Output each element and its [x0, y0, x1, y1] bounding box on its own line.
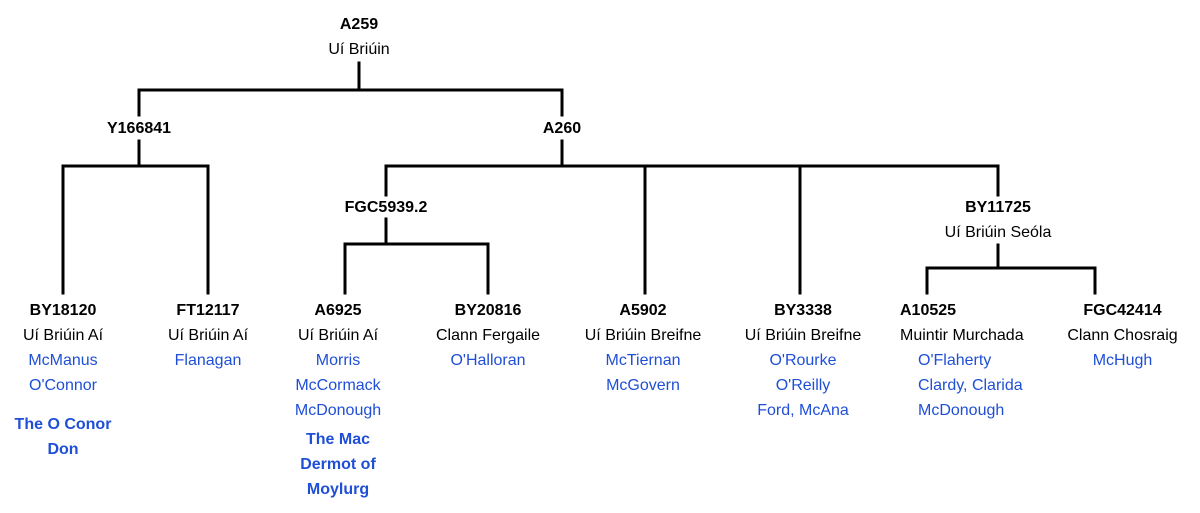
node-by20816: BY20816 Clann Fergaile O'Halloran — [418, 298, 558, 373]
surname: O'Flaherty — [918, 352, 992, 369]
node-code: BY11725 — [965, 199, 1031, 216]
node-a10525: A10525 Muintir Murchada O'Flaherty Clard… — [900, 298, 1050, 423]
node-a6925: A6925 Uí Briúin Aí Morris McCormack McDo… — [278, 298, 398, 502]
node-code: BY3338 — [774, 302, 832, 319]
connector-fgc5939 — [343, 217, 490, 295]
node-a5902: A5902 Uí Briúin Breifne McTiernan McGove… — [568, 298, 718, 398]
node-group: Uí Briúin Aí — [297, 327, 379, 344]
node-code: FT12117 — [176, 302, 240, 319]
node-ft12117: FT12117 Uí Briúin Aí Flanagan — [148, 298, 268, 373]
connector-a260 — [384, 139, 1000, 295]
surname: Ford, McAna — [757, 402, 849, 419]
node-group: Uí Briúin Aí — [22, 327, 104, 344]
node-by3338: BY3338 Uí Briúin Breifne O'Rourke O'Reil… — [728, 298, 878, 423]
surname: McHugh — [1092, 352, 1153, 369]
connector-root — [137, 61, 564, 117]
node-code: FGC5939.2 — [344, 199, 428, 216]
node-code: A10525 — [900, 302, 957, 319]
node-group: Uí Briúin Aí — [167, 327, 249, 344]
chief-title: The O Conor Don — [3, 412, 123, 462]
surname: Flanagan — [174, 352, 242, 369]
node-code: A260 — [542, 120, 582, 137]
chief-title-line: The O Conor — [14, 416, 112, 433]
surname: O'Rourke — [769, 352, 837, 369]
surname: McCormack — [295, 377, 381, 394]
surname: O'Connor — [29, 377, 97, 394]
node-fgc42414: FGC42414 Clann Chosraig McHugh — [1050, 298, 1195, 373]
node-code: BY18120 — [29, 302, 97, 319]
node-by11725: BY11725 Uí Briúin Seóla — [928, 195, 1068, 245]
node-a259: A259 Uí Briúin — [309, 12, 409, 62]
surname: McDonough — [918, 402, 1005, 419]
node-group: Uí Briúin Seóla — [944, 224, 1052, 241]
node-group: Clann Fergaile — [435, 327, 541, 344]
surname: O'Reilly — [775, 377, 831, 394]
chief-title-line: Moylurg — [306, 481, 370, 498]
node-group: Clann Chosraig — [1067, 327, 1178, 344]
node-group: Uí Briúin — [328, 41, 390, 58]
node-code: BY20816 — [454, 302, 522, 319]
surname: McTiernan — [605, 352, 681, 369]
surname: Clardy, Clarida — [918, 377, 1023, 394]
node-fgc5939: FGC5939.2 — [326, 195, 446, 220]
surname: O'Halloran — [450, 352, 526, 369]
surname: Morris — [315, 352, 361, 369]
node-code: FGC42414 — [1083, 302, 1162, 319]
surname: McManus — [28, 352, 98, 369]
node-y166841: Y166841 — [89, 116, 189, 141]
surname: McDonough — [294, 402, 382, 419]
node-a260: A260 — [512, 116, 612, 141]
node-code: Y166841 — [106, 120, 172, 137]
node-code: A259 — [339, 16, 379, 33]
node-code: A5902 — [619, 302, 667, 319]
node-group: Muintir Murchada — [900, 327, 1024, 344]
chief-title-line: Don — [47, 441, 79, 458]
chief-title-line: Dermot of — [300, 456, 376, 473]
chief-title-line: The Mac — [305, 431, 370, 448]
connector-y166841 — [61, 139, 210, 295]
node-code: A6925 — [314, 302, 362, 319]
chief-title: The Mac Dermot of Moylurg — [278, 427, 398, 502]
connector-by11725 — [925, 243, 1097, 295]
node-group: Uí Briúin Breifne — [744, 327, 862, 344]
node-group: Uí Briúin Breifne — [584, 327, 702, 344]
node-by18120: BY18120 Uí Briúin Aí McManus O'Connor Th… — [3, 298, 123, 462]
surname: McGovern — [606, 377, 680, 394]
